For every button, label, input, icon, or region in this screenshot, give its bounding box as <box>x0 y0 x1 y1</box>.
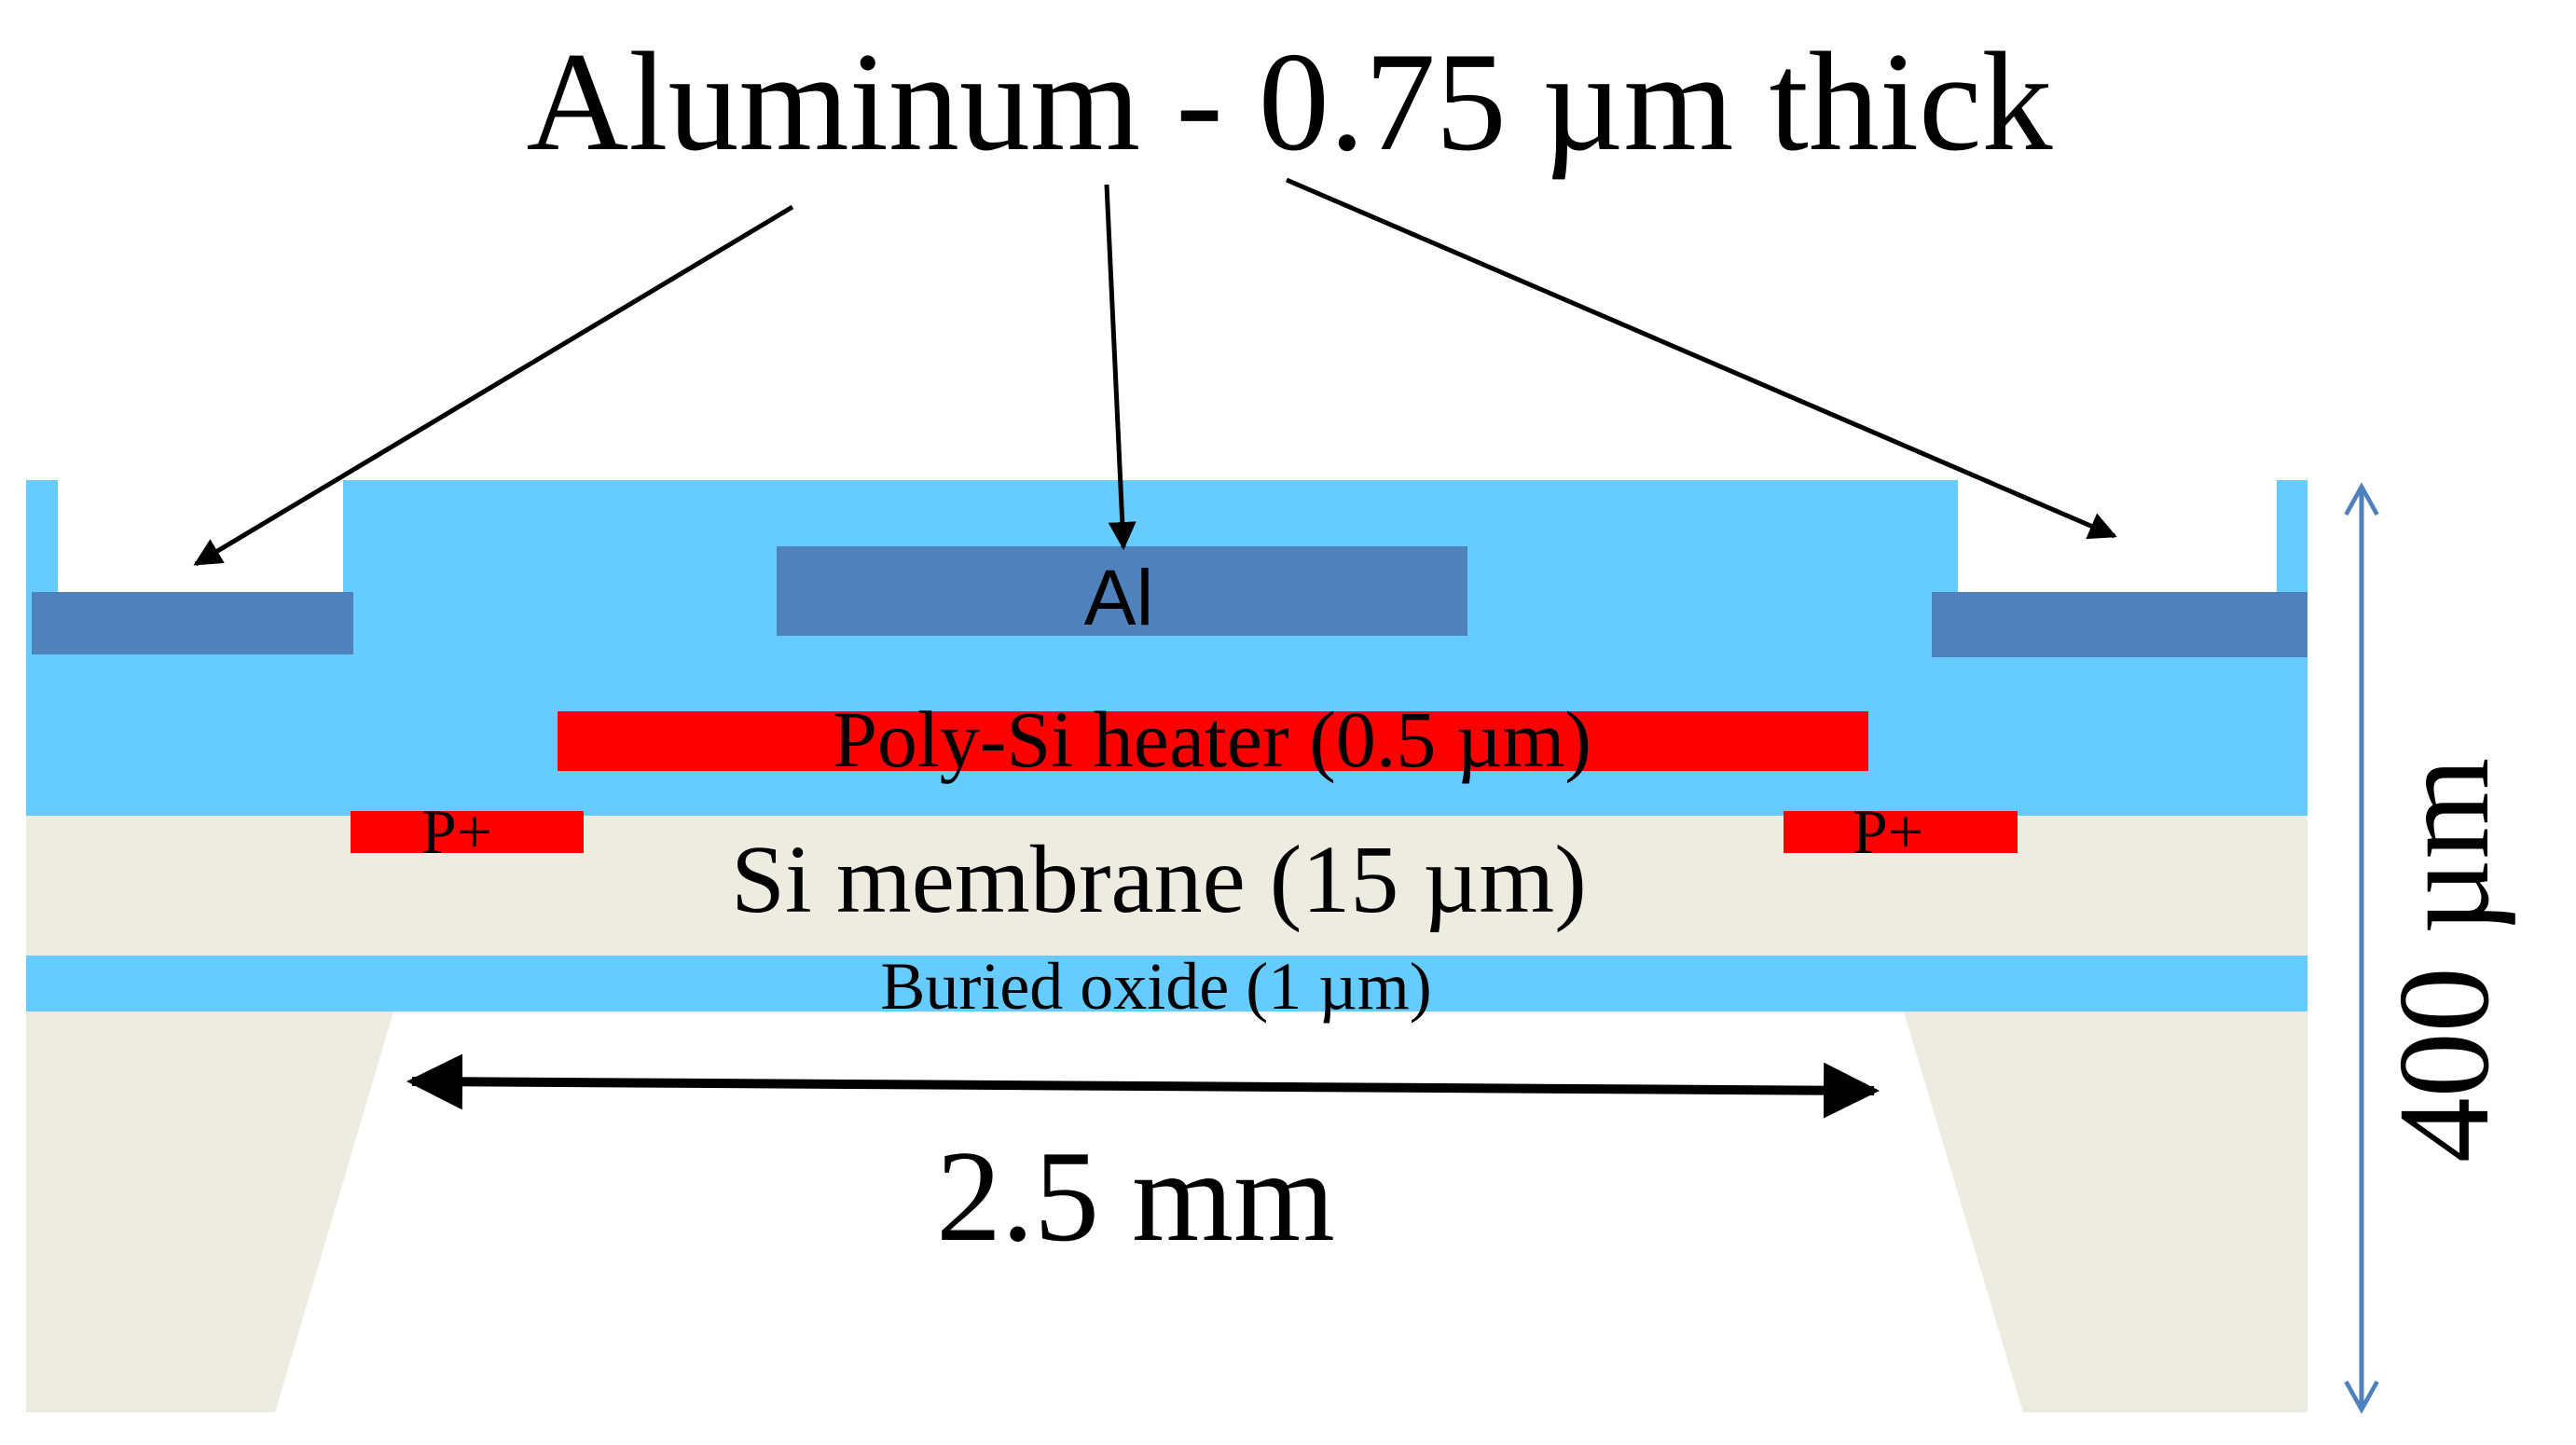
substrate-right-leg <box>1904 1012 2307 1412</box>
aluminum-pad-left <box>32 592 353 654</box>
p-plus-region-right <box>1784 811 2018 853</box>
width-dimension-arrow <box>406 1053 1880 1119</box>
label-p-plus-right: P+ <box>1853 796 1923 867</box>
aluminum-callout-title: Aluminum - 0.75 µm thick <box>526 23 2052 180</box>
label-heater: Poly-Si heater (0.5 µm) <box>833 695 1591 784</box>
callout-arrow-center <box>1104 184 1136 550</box>
label-p-plus-left: P+ <box>421 796 492 867</box>
poly-si-heater <box>558 711 1868 771</box>
label-buried-oxide: Buried oxide (1 µm) <box>880 949 1431 1024</box>
width-dimension-label: 2.5 mm <box>936 1124 1335 1269</box>
label-si-membrane: Si membrane (15 µm) <box>731 826 1587 933</box>
substrate-left-leg <box>26 1012 393 1412</box>
label-al: Al <box>1084 554 1154 641</box>
callout-arrow-left <box>193 204 794 567</box>
height-dimension-label: 400 µm <box>2372 758 2516 1163</box>
aluminum-pad-right <box>1932 592 2307 657</box>
buried-oxide-layer <box>26 956 2307 1012</box>
p-plus-region-left <box>351 811 584 853</box>
callout-arrow-right <box>1286 177 2117 540</box>
aluminum-electrode-center <box>777 546 1467 636</box>
